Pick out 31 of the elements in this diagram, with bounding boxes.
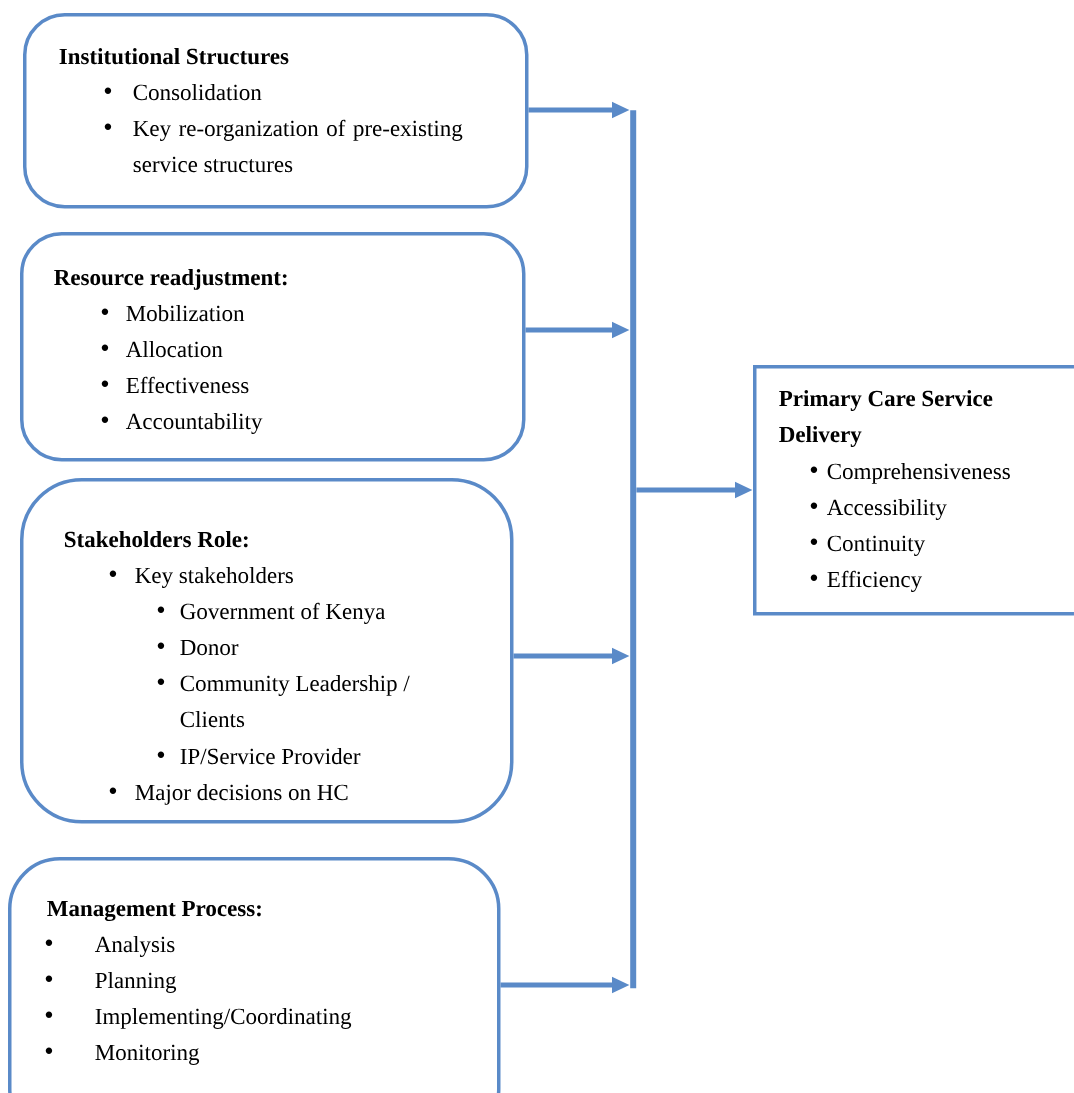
heading: Management Process: [47,900,261,922]
list-item: Monitoring [45,1044,200,1065]
rounded-box [23,13,529,209]
list-item: Government of Kenya [157,602,386,624]
heading: Stakeholders Role: [64,531,248,548]
list-item: Key re-organization of pre-existing service structures [104,119,463,173]
outcome-box [753,365,1074,616]
list-item: Accountability [101,413,263,434]
list-item: Accessibility [810,499,947,520]
heading: Resource readjustment: [54,269,287,290]
list-item: IP/Service Provider [157,748,361,765]
list-item: Mobilization [101,305,245,322]
list-item: Key stakeholders [109,567,293,588]
list-item: Consolidation [104,84,262,101]
list-item: Major decisions on HC [109,784,348,805]
rounded-box [8,857,501,1093]
list-item: Comprehensiveness [810,463,1010,484]
list-item: Continuity [810,535,926,556]
rounded-box [20,232,526,462]
heading: Institutional Structures [59,48,289,65]
connector-bar [630,110,637,989]
list-item: Community Leadership / Clients [157,675,410,728]
heading: Primary Care Service Delivery [779,390,993,447]
rounded-box [20,478,514,824]
list-item: Allocation [101,341,223,358]
list-item: Analysis [45,936,175,957]
list-item: Planning [45,972,177,993]
list-item: Efficiency [810,570,923,592]
list-item: Effectiveness [101,376,249,394]
list-item: Implementing/Coordinating [45,1008,352,1029]
list-item: Donor [157,639,239,656]
